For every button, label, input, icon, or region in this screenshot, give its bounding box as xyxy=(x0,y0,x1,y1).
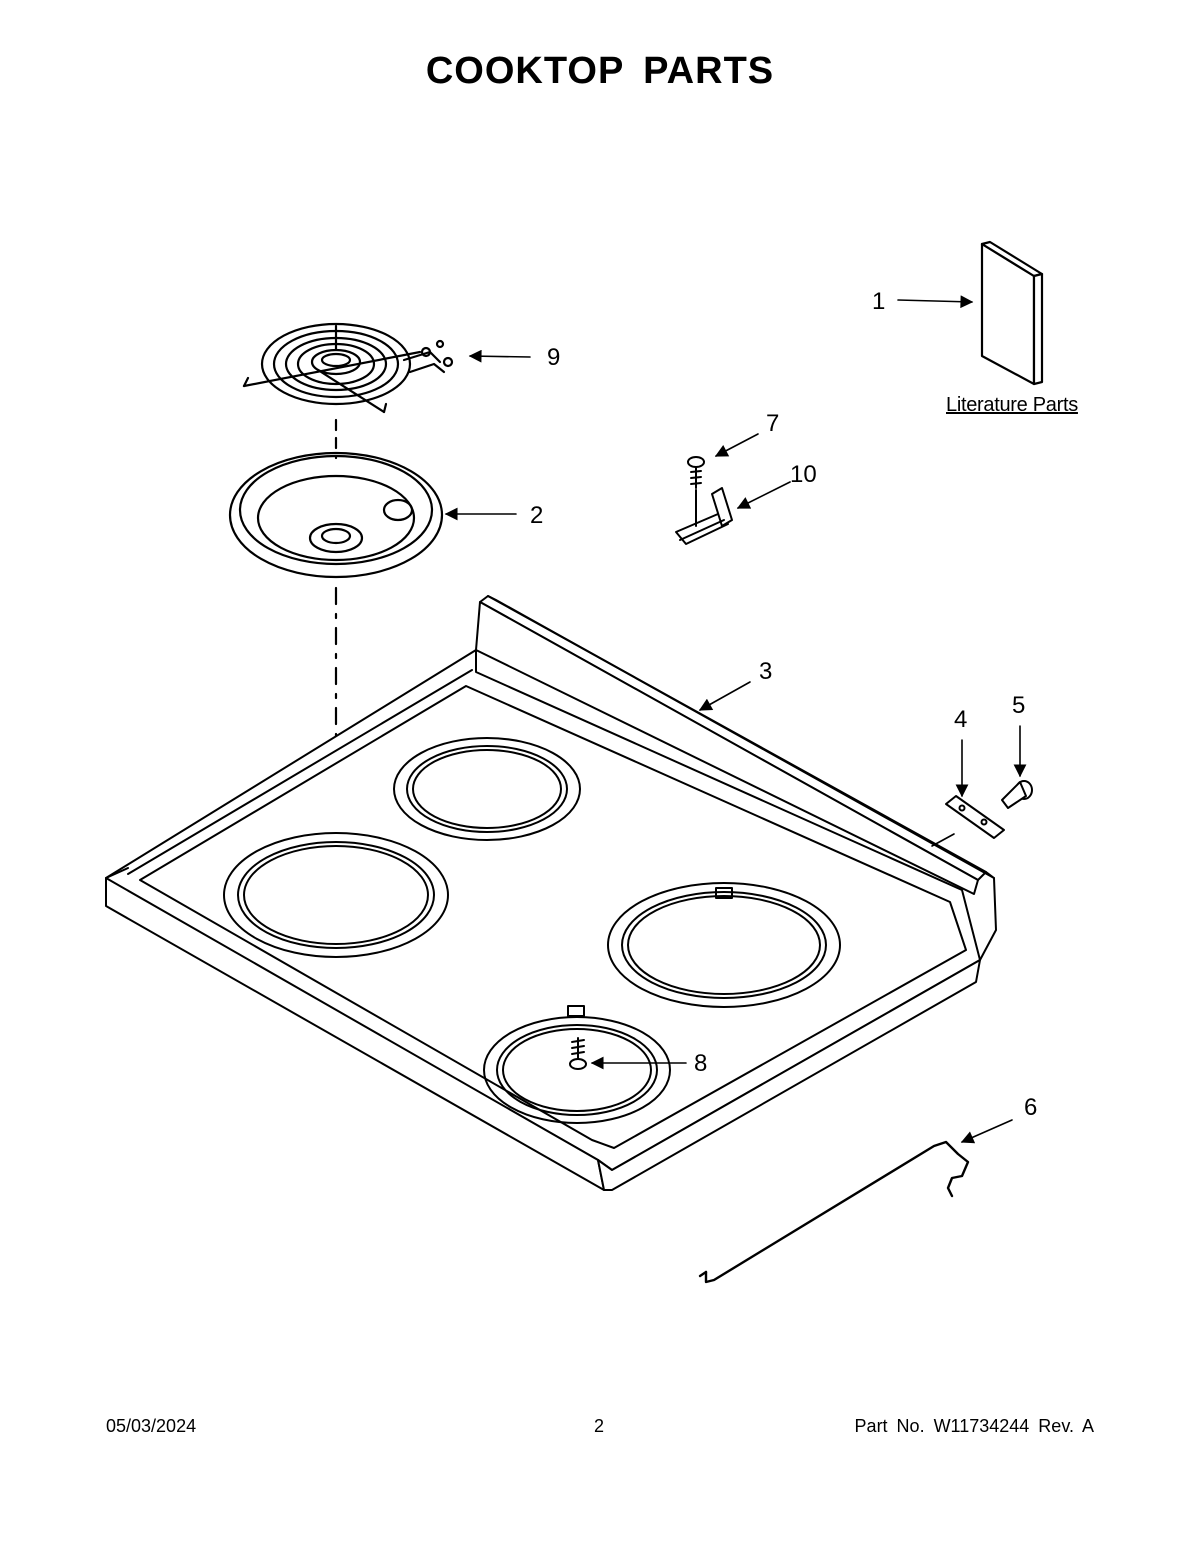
footer-page-number: 2 xyxy=(594,1416,605,1436)
literature-parts-caption: Literature Parts xyxy=(946,394,1078,416)
callout-2: 2 xyxy=(530,502,544,529)
mounting-screw xyxy=(569,1037,587,1070)
retaining-clip xyxy=(945,795,1005,839)
mounting-bracket xyxy=(675,487,733,545)
cooktop-main xyxy=(105,595,997,1191)
clip-screw xyxy=(1001,780,1033,809)
callout-leaders xyxy=(444,295,1027,1144)
callout-5: 5 xyxy=(1012,692,1026,719)
page-title: COOKTOP PARTS xyxy=(425,50,775,92)
surface-element-coil xyxy=(242,322,454,414)
callout-7: 7 xyxy=(766,410,780,437)
callout-1: 1 xyxy=(872,288,886,315)
callout-10: 10 xyxy=(790,461,817,488)
drip-bowl xyxy=(228,451,444,579)
callout-9: 9 xyxy=(547,344,561,371)
wire-rod xyxy=(698,1140,970,1284)
callout-6: 6 xyxy=(1024,1094,1038,1121)
bracket-screw xyxy=(687,456,705,489)
clip-guide-line xyxy=(931,833,955,847)
callout-8: 8 xyxy=(694,1050,708,1077)
callout-3: 3 xyxy=(759,658,773,685)
footer-date: 05/03/2024 xyxy=(106,1416,197,1436)
footer-part-number: Part No. W11734244 Rev. A xyxy=(854,1416,1094,1436)
callout-4: 4 xyxy=(954,706,968,733)
literature-booklet xyxy=(980,240,1044,386)
